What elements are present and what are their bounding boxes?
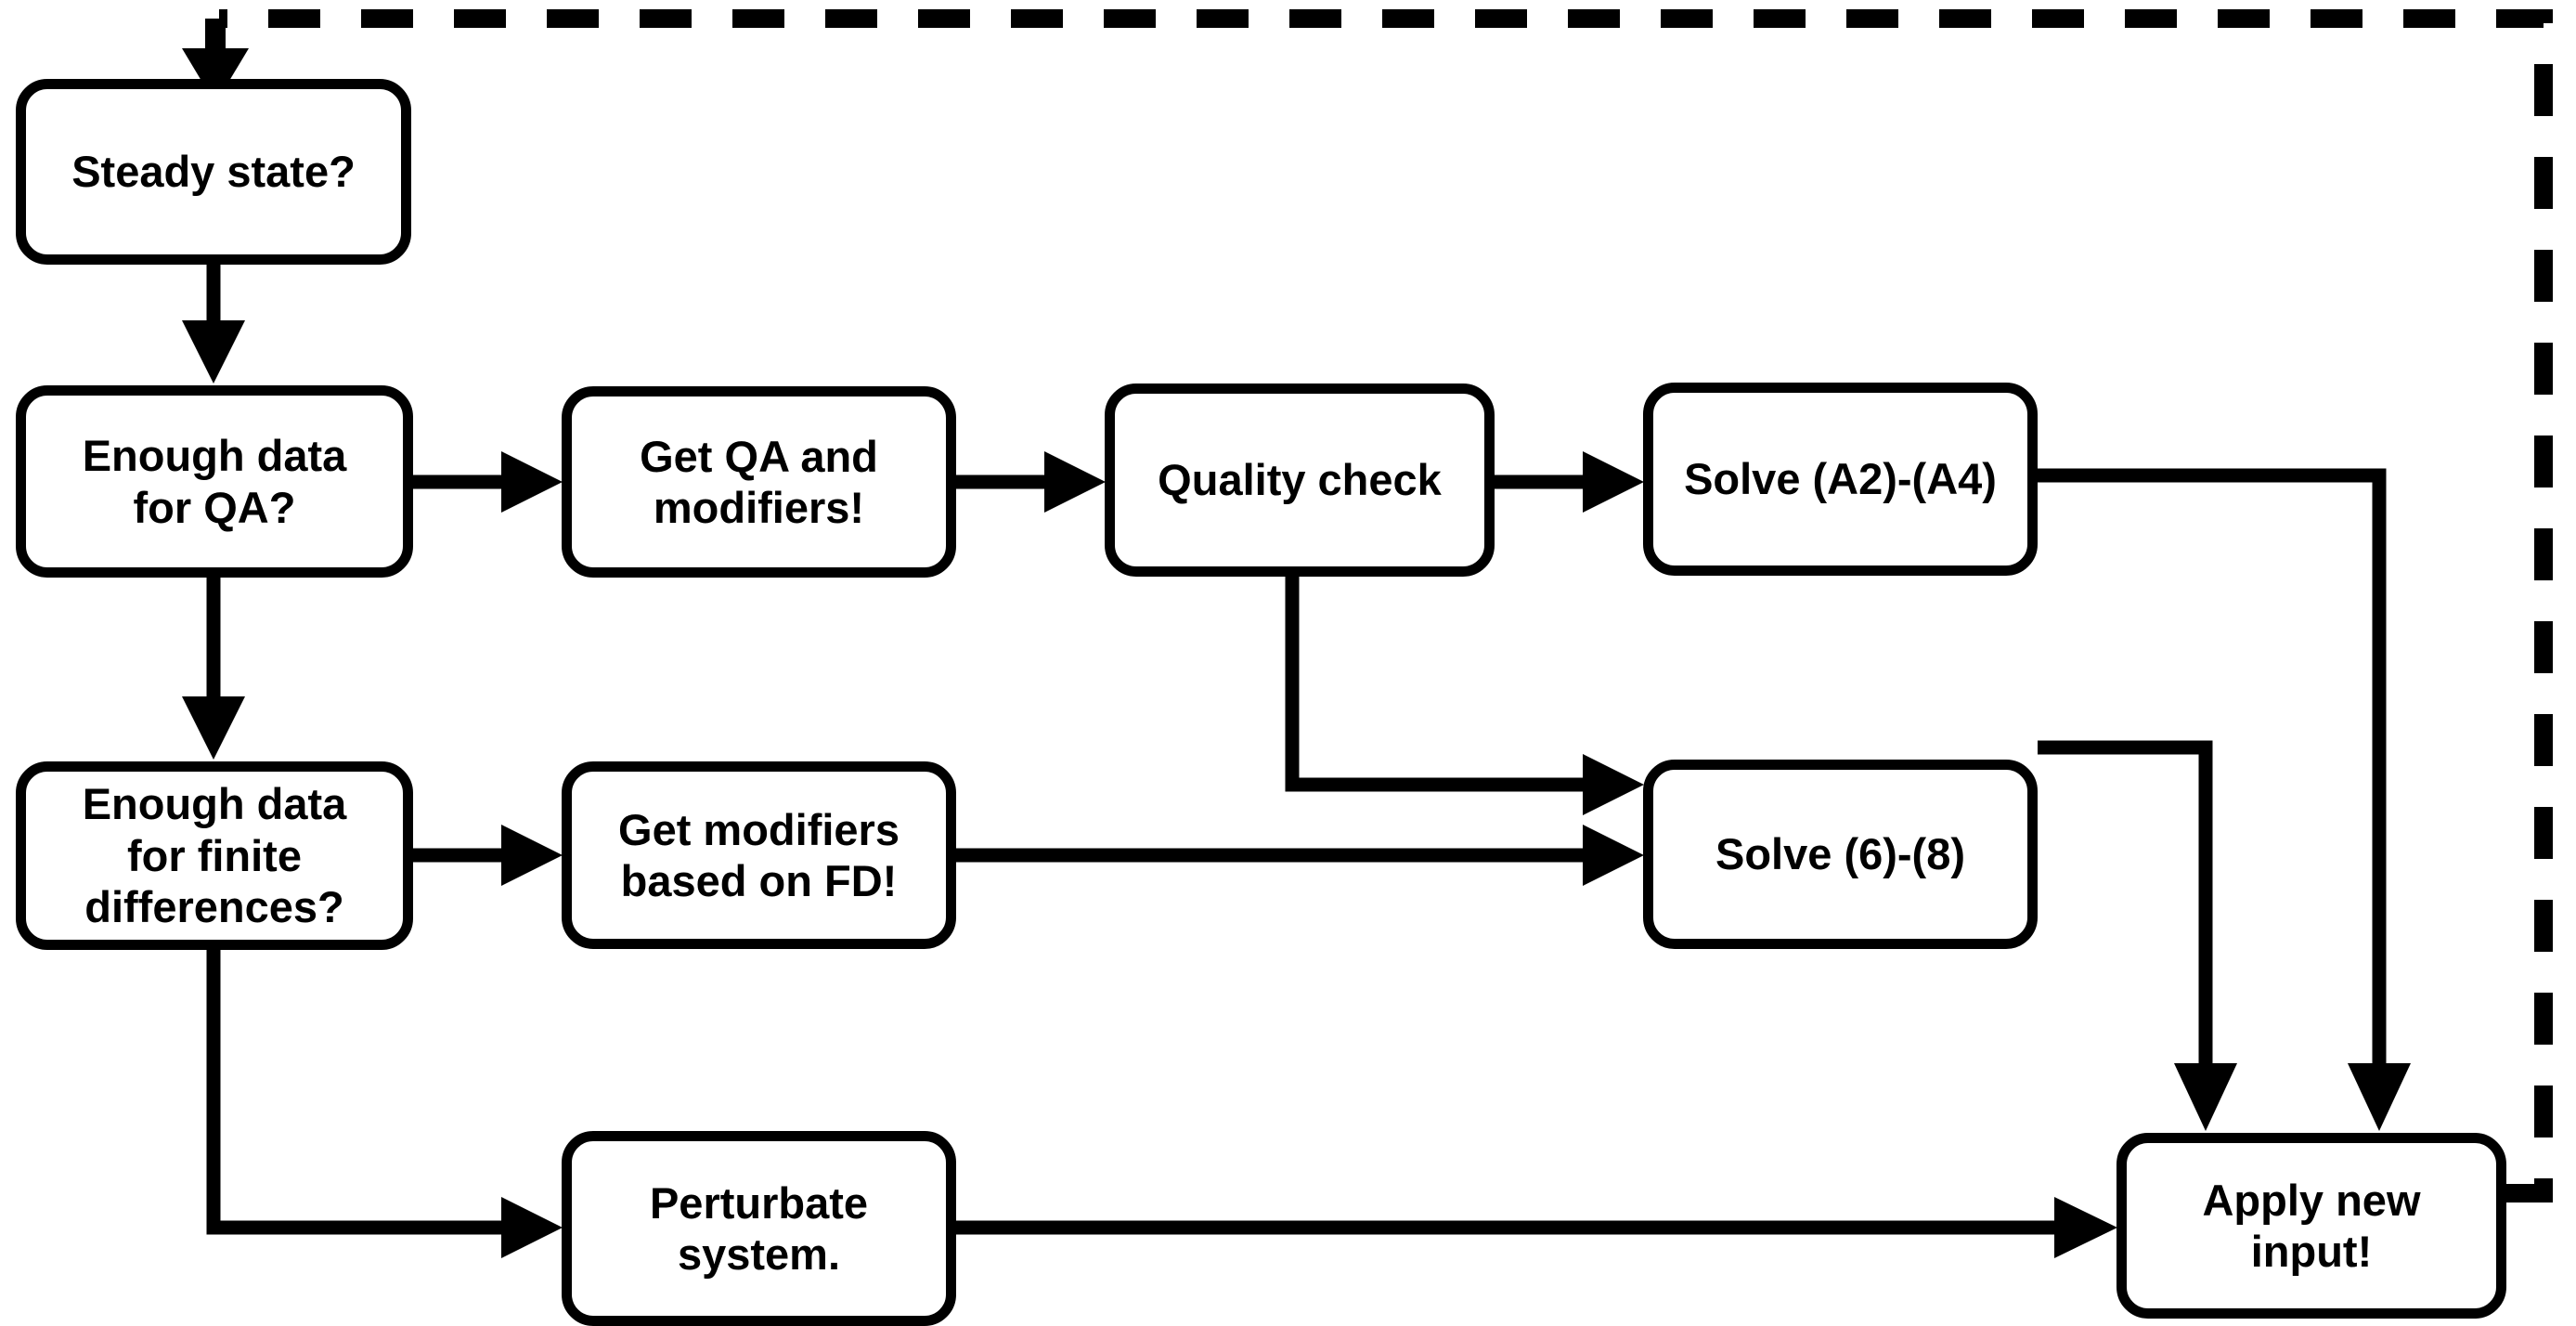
node-get-qa-modifiers[interactable]: Get QA and modifiers! bbox=[562, 386, 956, 578]
edge-solvea-to-apply bbox=[2038, 468, 2387, 1068]
edge-solvea-to-apply-arrowhead bbox=[2348, 1063, 2411, 1131]
node-solve-6-8-label: Solve (6)-(8) bbox=[1715, 829, 1965, 879]
node-enough-data-qa[interactable]: Enough data for QA? bbox=[16, 385, 413, 578]
edge-quality-to-solve68 bbox=[1285, 577, 1587, 792]
edge-fd-to-perturbate-arrowhead bbox=[501, 1197, 563, 1258]
node-enough-data-qa-label: Enough data for QA? bbox=[82, 431, 347, 532]
edge-quality-to-solve68-arrowhead bbox=[1583, 754, 1644, 815]
edge-solve68-to-apply bbox=[2038, 740, 2213, 1068]
edge-qa-to-fd-arrowhead bbox=[182, 696, 245, 760]
node-solve-6-8[interactable]: Solve (6)-(8) bbox=[1643, 760, 2038, 949]
edge-solve68-to-apply-arrowhead bbox=[2174, 1063, 2237, 1131]
node-enough-data-fd[interactable]: Enough data for finite differences? bbox=[16, 761, 413, 950]
node-get-modifiers-fd-label: Get modifiers based on FD! bbox=[618, 804, 900, 905]
edge-feedback-arrowhead bbox=[182, 48, 249, 104]
edge-fd-to-perturbate bbox=[206, 950, 506, 1235]
node-apply-new-input-label: Apply new input! bbox=[2202, 1175, 2421, 1276]
node-get-qa-modifiers-label: Get QA and modifiers! bbox=[640, 431, 878, 532]
edge-getmod-to-solve68-arrowhead bbox=[1583, 825, 1644, 886]
node-perturbate-system-label: Perturbate system. bbox=[649, 1177, 869, 1279]
edge-perturbate-to-apply-arrowhead bbox=[2054, 1197, 2117, 1258]
node-quality-check[interactable]: Quality check bbox=[1105, 384, 1495, 577]
edge-steady-to-qa-arrowhead bbox=[182, 320, 245, 384]
edge-qa-to-getqa-arrowhead bbox=[501, 451, 563, 513]
node-quality-check-label: Quality check bbox=[1158, 455, 1442, 505]
edge-quality-to-solvea-arrowhead bbox=[1583, 451, 1644, 513]
node-enough-data-fd-label: Enough data for finite differences? bbox=[82, 779, 347, 932]
node-get-modifiers-fd[interactable]: Get modifiers based on FD! bbox=[562, 761, 956, 949]
edge-feedback-loop bbox=[219, 9, 2553, 1202]
node-steady-state-label: Steady state? bbox=[71, 147, 356, 197]
node-apply-new-input[interactable]: Apply new input! bbox=[2116, 1133, 2506, 1319]
node-steady-state[interactable]: Steady state? bbox=[16, 79, 411, 265]
edge-fd-to-getmod-arrowhead bbox=[501, 825, 563, 886]
node-solve-a2-a4[interactable]: Solve (A2)-(A4) bbox=[1643, 383, 2038, 576]
edge-getqa-to-quality-arrowhead bbox=[1044, 451, 1106, 513]
node-perturbate-system[interactable]: Perturbate system. bbox=[562, 1131, 956, 1326]
node-solve-a2-a4-label: Solve (A2)-(A4) bbox=[1684, 454, 1997, 504]
